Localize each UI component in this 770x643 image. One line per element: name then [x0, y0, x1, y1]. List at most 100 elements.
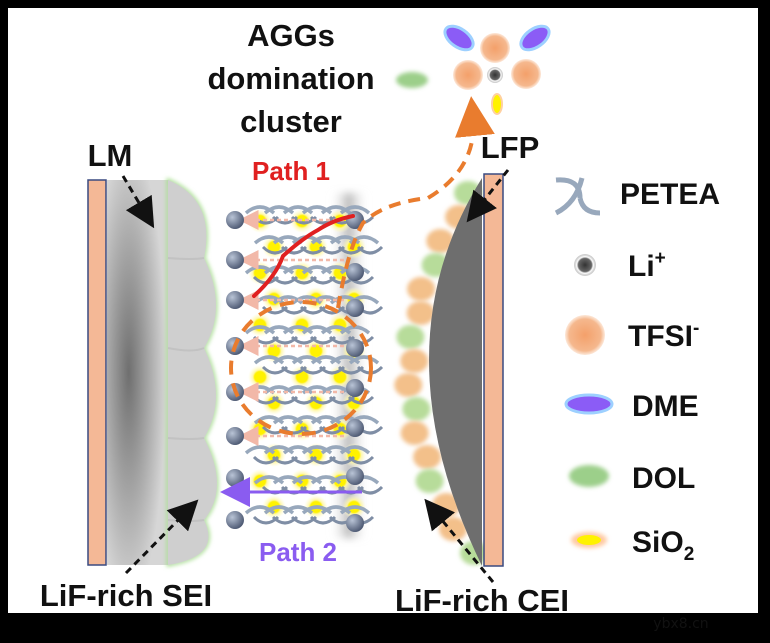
petea-strand	[329, 355, 361, 365]
lfp-cathode	[394, 173, 504, 567]
legend-label-sio2-sub: 2	[684, 544, 695, 565]
svg-text:SiO2: SiO2	[632, 526, 694, 565]
petea-icon	[554, 177, 601, 216]
lm-pointer	[121, 175, 155, 229]
petea-strand	[291, 475, 323, 485]
dol-icon	[569, 465, 609, 487]
sio2-particle	[304, 391, 328, 415]
cluster-title-line-1: AGGs	[247, 18, 335, 53]
petea-strand	[263, 385, 295, 395]
li-ion-particles	[226, 211, 364, 532]
cei-blob	[413, 445, 442, 469]
cei-blob	[415, 469, 444, 493]
aggs-cluster-outline	[229, 300, 373, 436]
cluster-title-line-2: domination	[207, 61, 374, 96]
watermark-text: ybx8.cn	[653, 616, 709, 632]
diagram-canvas: AGGs domination cluster LM LFP Path 1 Pa…	[40, 18, 720, 618]
petea-strand	[253, 415, 285, 425]
aggs-cluster-illustration	[396, 24, 551, 115]
li-ion-flux-arrows	[238, 210, 344, 446]
petea-strand	[282, 505, 314, 515]
petea-strand	[320, 325, 352, 335]
cei-blob	[394, 373, 423, 397]
legend-item-dme: DME	[564, 390, 699, 423]
petea-strand	[244, 505, 276, 515]
sei-label: LiF-rich SEI	[40, 578, 212, 613]
lfp-pointer	[466, 169, 510, 223]
petea-strand	[310, 355, 342, 365]
li-ion-ball	[226, 427, 244, 445]
petea-strand	[263, 505, 295, 515]
li-ion-ball	[346, 299, 364, 317]
petea-strand	[263, 325, 295, 335]
li-ion-ball	[346, 379, 364, 397]
petea-strand	[291, 355, 323, 365]
petea-strand	[282, 325, 314, 335]
legend-item-li: Li+	[574, 248, 666, 283]
legend-item-tfsi: TFSI-	[565, 315, 699, 355]
cei-blob	[400, 349, 429, 373]
petea-strand	[301, 205, 333, 215]
cei-pointer	[424, 498, 495, 583]
petea-strand	[282, 265, 314, 275]
petea-strand	[301, 505, 333, 515]
sio2-particle	[248, 313, 272, 337]
petea-strand	[301, 445, 333, 455]
petea-strand	[282, 205, 314, 215]
lm-label: LM	[88, 138, 133, 173]
petea-strand	[253, 235, 285, 245]
cei-blob	[402, 397, 431, 421]
legend-item-sio2: SiO2	[571, 526, 694, 565]
cluster-tfsi-icon	[453, 60, 483, 90]
petea-strand	[310, 475, 342, 485]
lfp-block	[429, 178, 482, 566]
cei-blob	[426, 229, 455, 253]
petea-strand	[291, 415, 323, 425]
petea-strand	[244, 265, 276, 275]
petea-strand	[272, 355, 304, 365]
legend-item-dol: DOL	[569, 462, 695, 495]
petea-strand	[356, 245, 384, 255]
li-ion-ball	[226, 291, 244, 309]
cluster-title-line-3: cluster	[240, 104, 342, 139]
anode-current-collector	[87, 179, 107, 566]
path1-curve	[252, 214, 355, 298]
legend-label-petea: PETEA	[620, 178, 720, 211]
tfsi-icon	[565, 315, 605, 355]
li-ion-ball	[346, 263, 364, 281]
legend-label-li: Li	[628, 250, 655, 283]
legend-label-li-sup: +	[655, 248, 666, 269]
petea-strand	[272, 415, 304, 425]
legend-label-dol: DOL	[632, 462, 695, 495]
cei-blob	[400, 421, 429, 445]
petea-strand	[244, 325, 276, 335]
cluster-tfsi-icon	[511, 59, 541, 89]
petea-strand	[356, 485, 384, 495]
path1-label: Path 1	[252, 156, 330, 186]
legend-label-tfsi-sup: -	[693, 318, 699, 339]
petea-network	[244, 205, 384, 525]
li-ion-ball	[346, 419, 364, 437]
petea-strand	[339, 445, 371, 455]
dme-icon	[564, 393, 614, 415]
lfp-label: LFP	[481, 130, 540, 165]
petea-strand	[348, 355, 380, 365]
petea-strand	[339, 205, 371, 215]
path1-dashed-arrow	[336, 96, 495, 309]
cluster-tfsi-icon	[480, 33, 510, 63]
sio2-icon	[577, 535, 601, 545]
petea-strand	[263, 205, 295, 215]
cluster-sio2-icon	[491, 93, 503, 115]
li-ion-ball	[346, 514, 364, 532]
li-ion-ball	[226, 251, 244, 269]
petea-strand	[301, 265, 333, 275]
petea-strand	[310, 235, 342, 245]
legend-label-dme: DME	[632, 390, 699, 423]
legend-label-tfsi: TFSI	[628, 320, 693, 353]
svg-text:TFSI-: TFSI-	[628, 318, 699, 353]
cluster-li-ion-icon	[487, 67, 503, 83]
petea-strand	[263, 445, 295, 455]
petea-strand	[291, 295, 323, 305]
pointer-arrows	[121, 169, 510, 583]
